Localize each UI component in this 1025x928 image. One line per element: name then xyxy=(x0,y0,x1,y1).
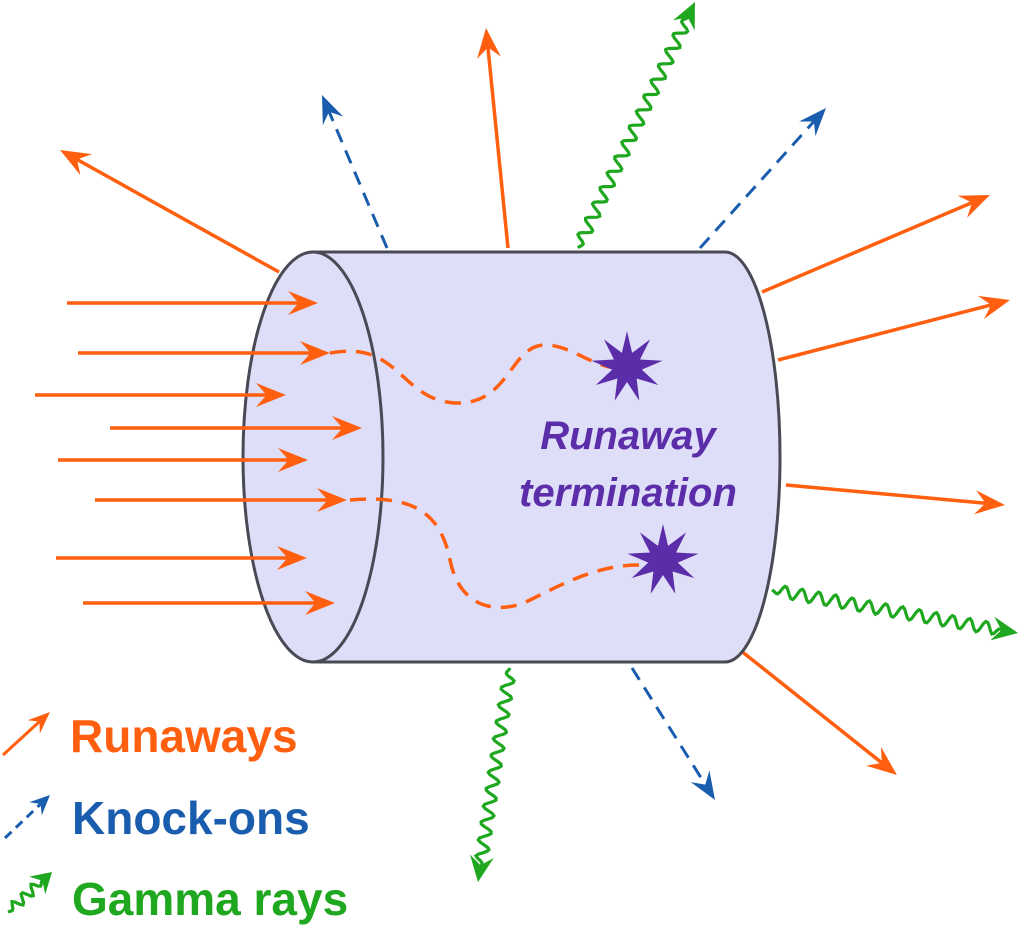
incoming-runaway-arrow-head xyxy=(300,341,330,365)
incoming-runaway-arrow xyxy=(67,291,318,315)
knockon-arrow-shaft xyxy=(630,667,708,787)
legend-knockons-icon-shaft xyxy=(3,802,43,840)
knockon-arrow-head xyxy=(799,108,826,137)
gamma-ray-arrow xyxy=(469,667,516,882)
incoming-runaway-arrow-head xyxy=(305,591,335,615)
incoming-runaway-arrow-head xyxy=(256,383,286,407)
outgoing-runaway-arrow-head xyxy=(977,295,1010,320)
incoming-runaway-arrow xyxy=(56,546,307,570)
legend-gamma-icon-wave xyxy=(7,878,45,914)
incoming-runaway-arrow xyxy=(95,488,347,512)
incoming-runaway-arrow xyxy=(35,383,286,407)
gamma-ray-arrow-head xyxy=(469,854,494,882)
knockon-arrow-shaft xyxy=(698,119,816,250)
explosion-star-icon xyxy=(591,331,663,401)
legend-gamma-label: Gamma rays xyxy=(72,873,348,925)
cylinder-front-face xyxy=(241,250,385,664)
outgoing-runaway-arrow xyxy=(785,483,1005,515)
legend-knockons-icon xyxy=(3,795,50,840)
outgoing-runaway-arrow-shaft xyxy=(785,483,988,506)
termination-label-line2: termination xyxy=(519,471,737,515)
trajectory-lower xyxy=(349,497,641,610)
outgoing-runaway-arrow-shaft xyxy=(486,45,510,249)
incoming-runaway-arrow-head xyxy=(277,546,307,570)
termination-label-line1: Runaway xyxy=(540,414,717,458)
outgoing-runaway-arrow-head xyxy=(477,28,501,60)
gamma-ray-arrow-head xyxy=(990,616,1018,641)
incoming-runaway-arrow-head xyxy=(278,448,308,472)
legend-runaways-icon xyxy=(1,712,50,757)
incoming-runaway-arrow xyxy=(78,341,330,365)
legend-gamma-icon xyxy=(7,872,52,914)
outgoing-runaway-arrow-head xyxy=(974,490,1005,515)
runaway-trajectories xyxy=(329,343,641,610)
gamma-ray-arrow xyxy=(576,2,695,250)
knockon-arrow xyxy=(698,108,826,250)
incoming-runaways xyxy=(35,291,362,615)
knockon-arrow-head xyxy=(322,95,344,126)
outgoing-runaway-arrow-shaft xyxy=(738,648,885,766)
incoming-runaway-arrow xyxy=(110,416,362,440)
legend-gamma-icon-head xyxy=(29,872,52,895)
legend xyxy=(1,712,52,914)
legend-knockons-icon-head xyxy=(29,795,50,816)
knockon-arrow-head xyxy=(690,770,715,800)
incoming-runaway-arrow-head xyxy=(317,488,347,512)
outgoing-runaway-arrow-head xyxy=(957,195,990,218)
gamma-ray-arrow-wave xyxy=(771,584,1004,636)
outgoing-runaway-arrow-shaft xyxy=(74,157,280,274)
gamma-ray-arrow-head xyxy=(672,2,695,31)
outgoing-runaway-arrow xyxy=(477,28,510,249)
incoming-runaway-arrow xyxy=(83,591,335,615)
outgoing-runaway-arrow xyxy=(777,295,1010,362)
explosion-star-icon xyxy=(627,524,699,594)
legend-runaways-label: Runaways xyxy=(70,710,298,762)
knockon-arrow xyxy=(322,95,389,249)
incoming-runaway-arrow-head xyxy=(332,416,362,440)
outgoing-runaway-arrow xyxy=(738,648,897,775)
knockon-arrow xyxy=(630,667,715,800)
trajectory-upper xyxy=(329,343,616,405)
outgoing-runaway-arrow xyxy=(761,195,990,294)
outgoing-runaway-arrow-shaft xyxy=(761,200,975,294)
explosion-star-shape xyxy=(591,331,663,401)
legend-runaways-icon-head xyxy=(27,712,50,734)
outgoing-particles xyxy=(60,2,1018,882)
incoming-runaway-arrow-head xyxy=(288,291,318,315)
incoming-runaway-arrow xyxy=(58,448,308,472)
legend-knockons-label: Knock-ons xyxy=(72,792,310,844)
outgoing-runaway-arrow xyxy=(60,150,280,274)
outgoing-runaway-arrow-shaft xyxy=(777,302,994,362)
explosion-star-shape xyxy=(627,524,699,594)
outgoing-runaway-arrow-head xyxy=(60,150,93,176)
gamma-ray-arrow-wave xyxy=(576,15,690,250)
knockon-arrow-shaft xyxy=(327,109,389,249)
gamma-ray-arrow-wave xyxy=(473,667,516,868)
outgoing-runaway-arrow-head xyxy=(866,746,897,775)
legend-runaways-icon-shaft xyxy=(1,719,42,757)
gamma-ray-arrow xyxy=(771,584,1018,641)
